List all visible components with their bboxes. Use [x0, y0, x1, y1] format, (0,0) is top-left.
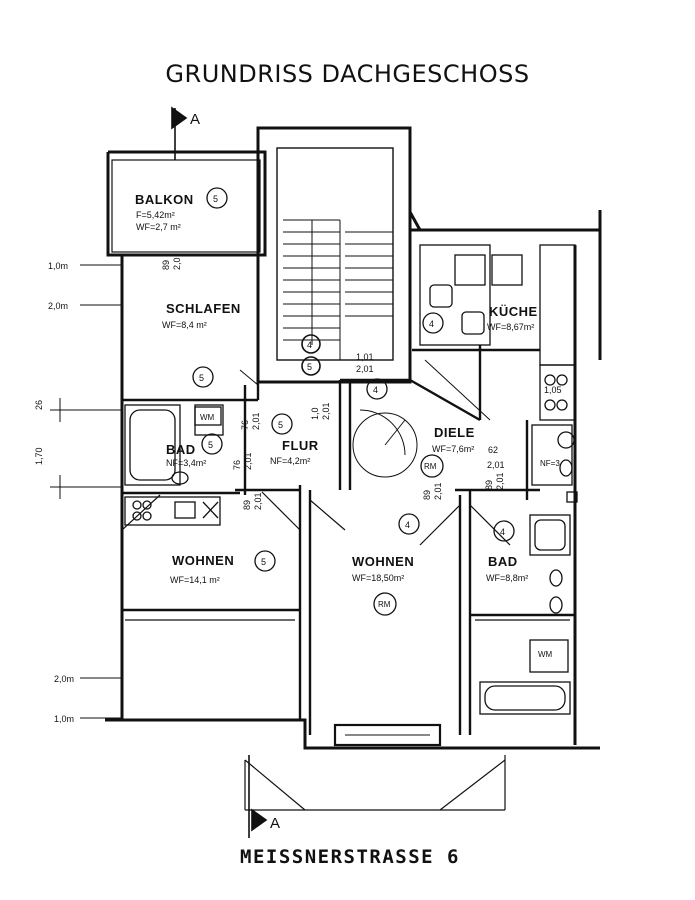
wohnen-mid-area: WF=18,50m² — [352, 573, 404, 583]
flur-label: FLUR — [282, 438, 319, 453]
kueche-label: KÜCHE — [489, 304, 538, 319]
dim-bad-1: 76 — [240, 420, 250, 430]
level-label-4: 1,0m — [54, 714, 74, 724]
dim-bad-3: 76 — [232, 460, 242, 470]
bad-right-label: BAD — [488, 554, 518, 569]
dim-diele-1: 89 — [422, 490, 432, 500]
door-swings — [239, 359, 491, 478]
rm-label-wohnen: RM — [378, 600, 391, 609]
diele-number: 4 — [373, 385, 378, 395]
balkon-area-2: WF=2,7 m² — [136, 222, 181, 232]
wm-label-left: WM — [200, 413, 215, 422]
dim-bad-2: 2,01 — [251, 412, 261, 430]
stair-number-bottom: 5 — [307, 362, 312, 372]
balkon-number: 5 — [213, 194, 218, 204]
dim-wc-1: 2,01 — [487, 460, 505, 470]
dim-stair-2: 2,01 — [356, 364, 374, 374]
schlafen-label: SCHLAFEN — [166, 301, 241, 316]
dim-kueche-1: 1,05 — [544, 385, 562, 395]
kitchenette-fixtures — [124, 496, 221, 526]
stair-core-outer — [256, 126, 412, 384]
kitchen-fixtures — [419, 244, 576, 421]
dim-balkon-door-2: 2,0 — [172, 257, 182, 270]
rm-label-diele: RM — [424, 462, 437, 471]
wohnen-left-number: 5 — [261, 557, 266, 567]
balcony-railing — [111, 159, 261, 253]
section-label-top: A — [190, 111, 200, 128]
schlafen-area: WF=8,4 m² — [162, 320, 207, 330]
wohnen-left-label: WOHNEN — [172, 553, 234, 568]
dim-stair-1: 1,01 — [356, 352, 374, 362]
bad-right-number: 4 — [500, 527, 505, 537]
wc-fixtures — [531, 424, 578, 503]
level-label-1: 1,0m — [48, 261, 68, 271]
diele-area: WF=7,6m² — [432, 444, 474, 454]
stair-number-top: 4 — [307, 340, 312, 350]
inner-walls — [122, 345, 575, 735]
dim-wohnen-1: 89 — [242, 500, 252, 510]
stair-core-inner — [276, 147, 394, 361]
dim-diele-2: 2,01 — [433, 482, 443, 500]
dim-wc-2: 62 — [488, 445, 498, 455]
wohnen-mid-number: 4 — [405, 520, 410, 530]
dim-bad-right-2: 2,01 — [495, 472, 505, 490]
schlafen-number: 5 — [199, 373, 204, 383]
street-address: MEISSNERSTRASSE 6 — [240, 846, 460, 868]
right-bath-fixtures — [479, 514, 571, 715]
wm-label-right: WM — [538, 650, 553, 659]
balkon-area-1: F=5,42m² — [136, 210, 175, 220]
level-label-2: 2,0m — [48, 301, 68, 311]
section-arrow-top — [171, 106, 188, 130]
flur-number: 5 — [278, 420, 283, 430]
balkon-label: BALKON — [135, 192, 194, 207]
nf-label-wc: NF=3 — [540, 459, 560, 468]
bad-right-area: WF=8,8m² — [486, 573, 528, 583]
dim-26: 26 — [34, 400, 44, 410]
roof-slope-lines — [121, 491, 511, 811]
flur-area: NF=4,2m² — [270, 456, 310, 466]
section-arrow-bottom — [251, 808, 268, 832]
bad-left-number: 5 — [208, 440, 213, 450]
dim-flur-2: 2,01 — [321, 402, 331, 420]
level-label-3: 2,0m — [54, 674, 74, 684]
dim-bad-right-1: 89 — [484, 480, 494, 490]
level-lines — [50, 264, 122, 719]
dim-bad-4: 2,01 — [243, 452, 253, 470]
wohnen-left-area: WF=14,1 m² — [170, 575, 220, 585]
page-title: GRUNDRISS DACHGESCHOSS — [165, 60, 530, 88]
section-label-bottom: A — [270, 815, 280, 832]
outer-walls — [105, 128, 602, 750]
dim-flur-1: 1,0 — [310, 407, 320, 420]
kueche-area: WF=8,67m² — [487, 322, 534, 332]
dormer-window — [333, 723, 442, 747]
dim-170: 1,70 — [34, 447, 44, 465]
dim-balkon-door: 89 — [161, 260, 171, 270]
dim-wohnen-2: 2,01 — [253, 492, 263, 510]
bad-left-label: BAD — [166, 442, 196, 457]
room-number-circles — [192, 187, 515, 616]
wohnen-mid-label: WOHNEN — [352, 554, 414, 569]
kueche-number: 4 — [429, 319, 434, 329]
stair-treads — [283, 219, 393, 360]
bad-left-area: NF=3,4m² — [166, 458, 206, 468]
diele-label: DIELE — [434, 425, 475, 440]
